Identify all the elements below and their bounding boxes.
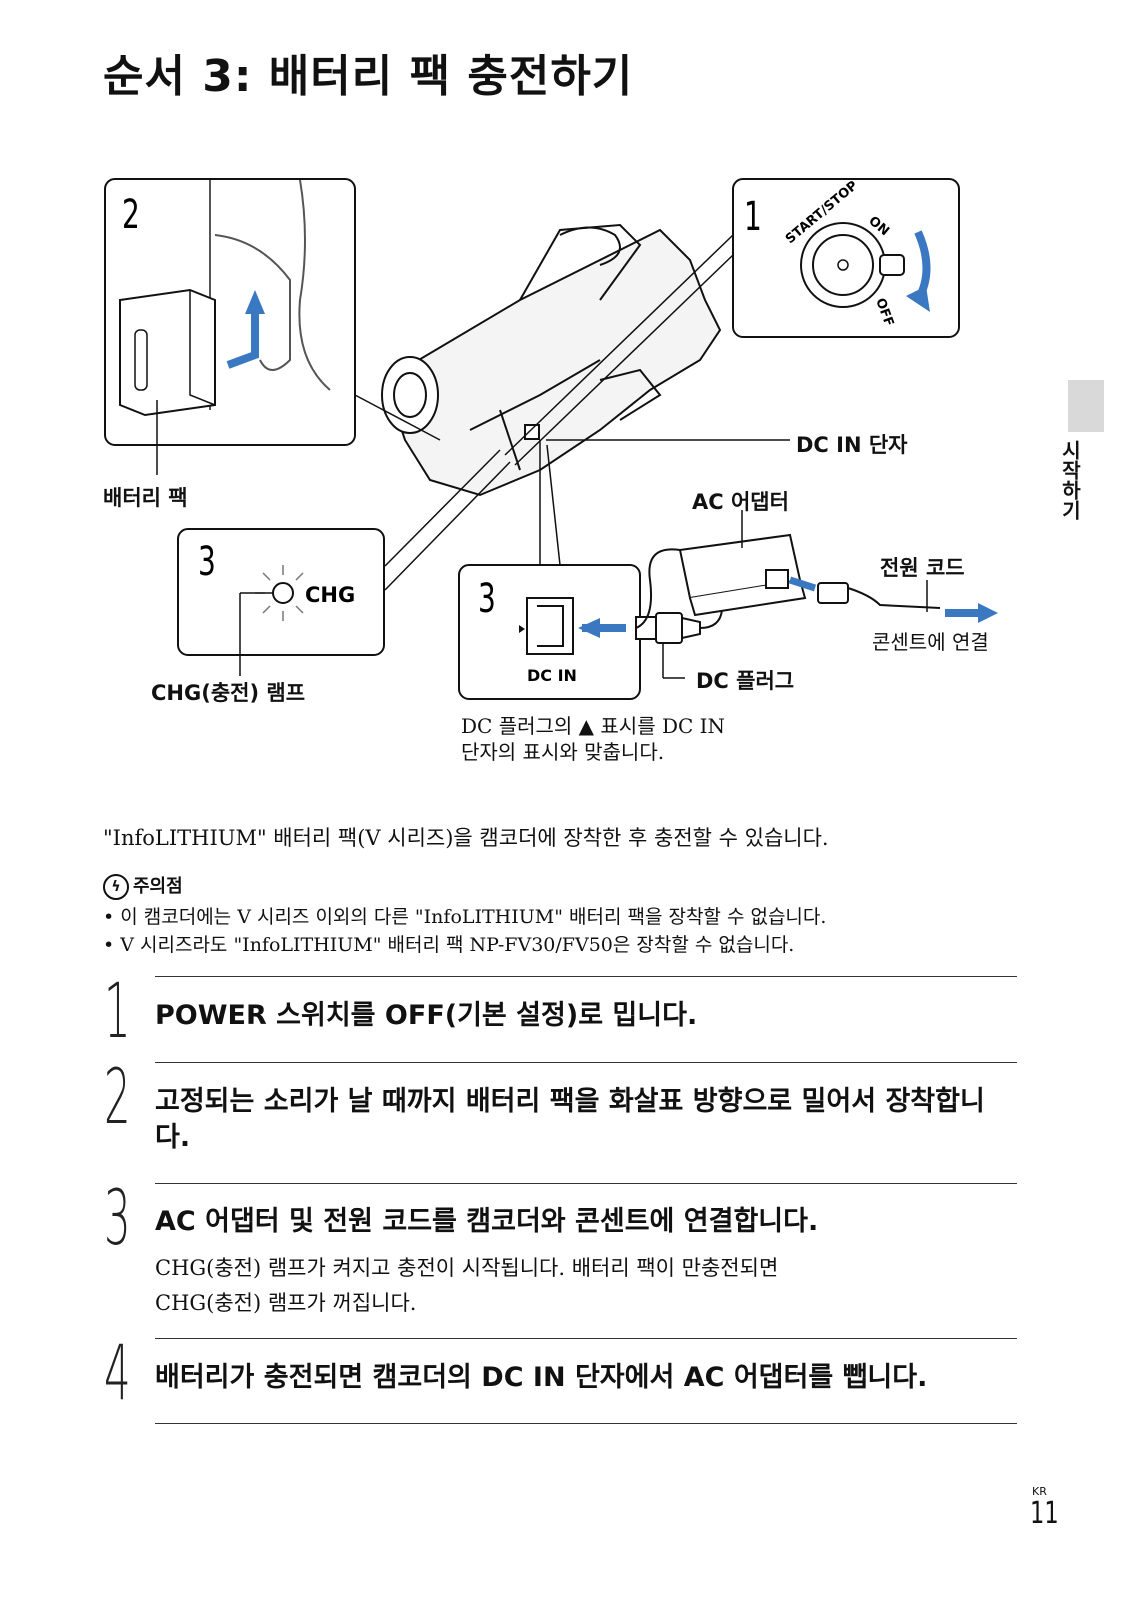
step-4-text: 배터리가 충전되면 캠코더의 DC IN 단자에서 AC 어댑터를 뺍니다.	[155, 1362, 928, 1393]
page-number: 11	[1030, 1496, 1059, 1531]
align-note-line-1: DC 플러그의 ▲ 표시를 DC IN	[461, 714, 726, 738]
off-label: OFF	[872, 296, 896, 328]
caution-heading-label: 주의점	[133, 876, 183, 897]
callout-power-cord: 전원 코드	[880, 556, 965, 580]
caution-item: • V 시리즈라도 "InfoLITHIUM" 배터리 팩 NP-FV30/FV…	[103, 934, 795, 956]
intro-text: "InfoLITHIUM" 배터리 팩(V 시리즈)을 캠코더에 장착한 후 충…	[103, 826, 829, 850]
step-number-3: 3	[104, 1173, 131, 1262]
panel-number-2: 2	[122, 192, 140, 238]
page-title: 순서 3: 배터리 팩 충전하기	[103, 51, 634, 102]
step-divider	[155, 1423, 1017, 1424]
step-3-subtext-line-1: CHG(충전) 램프가 켜지고 충전이 시작됩니다. 배터리 팩이 만충전되면	[155, 1256, 779, 1280]
dc-in-jack-icon	[526, 597, 574, 655]
battery-pack-drawing	[119, 288, 216, 417]
step-divider	[155, 1338, 1017, 1339]
align-note-line-2: 단자의 표시와 맞춥니다.	[461, 740, 665, 764]
panel-power-switch	[732, 178, 960, 338]
caution-item: • 이 캠코더에는 V 시리즈 이외의 다른 "InfoLITHIUM" 배터리…	[103, 906, 827, 928]
side-tab-marker	[1068, 380, 1104, 432]
caution-icon: ϟ	[103, 874, 129, 900]
step-1-text: POWER 스위치를 OFF(기본 설정)로 밉니다.	[155, 1000, 698, 1031]
power-cord-drawing	[817, 582, 941, 609]
step-3-text: AC 어댑터 및 전원 코드를 캠코더와 콘센트에 연결합니다.	[155, 1206, 819, 1237]
callout-to-outlet: 콘센트에 연결	[872, 630, 989, 654]
charging-illustration: 2 1 START/STOP ON OFF 3	[104, 178, 998, 700]
panel-battery-insert	[104, 178, 356, 446]
step-divider	[155, 976, 1017, 977]
step-divider	[155, 1183, 1017, 1184]
panel-chg-lamp	[177, 528, 385, 656]
step-number-1: 1	[104, 966, 131, 1055]
step-divider	[155, 1062, 1017, 1063]
callout-battery-pack: 배터리 팩	[103, 486, 188, 510]
step-2-text: 고정되는 소리가 날 때까지 배터리 팩을 화살표 방향으로 밀어서 장착합니다…	[155, 1086, 985, 1153]
dc-in-jack-label: DC IN	[527, 666, 577, 685]
callout-ac-adapter: AC 어댑터	[692, 490, 789, 514]
callout-dc-plug: DC 플러그	[696, 669, 795, 693]
step-number-2: 2	[104, 1052, 131, 1141]
side-tab-label: 시작하기	[1058, 440, 1082, 520]
step-number-4: 4	[104, 1328, 131, 1417]
callout-dc-in-terminal: DC IN 단자	[796, 433, 908, 457]
panel-number-3a: 3	[198, 539, 216, 585]
chg-indicator-label: CHG	[305, 583, 355, 607]
page-language: KR	[1032, 1485, 1047, 1498]
insert-arrow	[226, 312, 259, 369]
panel-number-3b: 3	[478, 576, 496, 622]
on-label: ON	[865, 214, 891, 240]
cord-arrow	[788, 576, 817, 592]
step-3-subtext-line-2: CHG(충전) 램프가 꺼집니다.	[155, 1291, 417, 1315]
panel-number-1: 1	[744, 194, 762, 240]
callout-chg-lamp: CHG(충전) 램프	[151, 681, 306, 705]
chg-lamp-icon	[272, 582, 294, 604]
dc-plug-drawing	[635, 612, 701, 644]
start-stop-label: START/STOP	[783, 178, 861, 247]
camcorder-drawing	[381, 223, 722, 497]
